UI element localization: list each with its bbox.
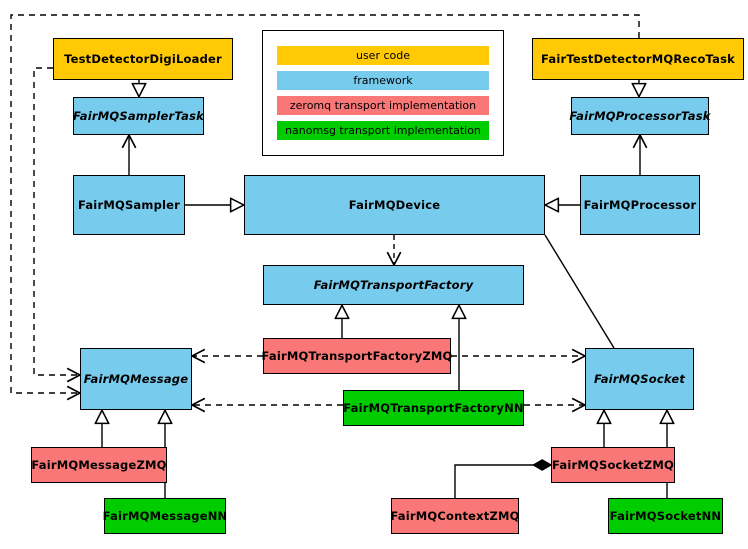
class-label: FairTestDetectorMQRecoTask	[541, 51, 735, 66]
class-node-testdetectordigiloader[interactable]: TestDetectorDigiLoader	[53, 38, 233, 80]
class-label: FairMQContextZMQ	[390, 508, 520, 523]
legend-label-zeromq: zeromq transport implementation	[289, 99, 477, 112]
class-node-fairmqprocessortask[interactable]: FairMQProcessorTask	[569, 97, 711, 135]
legend-item-user-code: user code	[277, 46, 489, 65]
legend-label-user-code: user code	[355, 49, 411, 62]
legend-item-zeromq: zeromq transport implementation	[277, 96, 489, 115]
class-node-fairmqsocketzmq[interactable]: FairMQSocketZMQ	[551, 447, 675, 483]
class-node-fairmqprocessor[interactable]: FairMQProcessor	[580, 175, 700, 235]
class-label: TestDetectorDigiLoader	[64, 51, 222, 66]
edge-contextzmq-socketzmq	[454, 465, 551, 498]
class-label: FairMQMessageNN	[102, 508, 228, 523]
class-node-fairmqsampler[interactable]: FairMQSampler	[73, 175, 185, 235]
class-label: FairMQSocket	[593, 371, 686, 386]
legend-item-framework: framework	[277, 71, 489, 90]
class-label: FairMQDevice	[348, 197, 441, 212]
class-node-fairmqdevice[interactable]: FairMQDevice	[244, 175, 545, 235]
class-label: FairMQSocketZMQ	[552, 457, 674, 472]
class-label: FairMQTransportFactoryNN	[343, 400, 524, 415]
class-label: FairMQMessageZMQ	[31, 457, 167, 472]
class-label: FairMQMessage	[83, 371, 189, 386]
legend-label-framework: framework	[353, 74, 413, 87]
class-node-fairtestdetectormqrecotask[interactable]: FairTestDetectorMQRecoTask	[532, 38, 744, 80]
class-label: FairMQSampler	[77, 197, 181, 212]
class-node-fairmqmessagenn[interactable]: FairMQMessageNN	[102, 498, 228, 534]
class-label: FairMQSamplerTask	[73, 108, 204, 123]
legend-item-nanomsg: nanomsg transport implementation	[277, 121, 489, 140]
class-label: FairMQProcessor	[583, 197, 697, 212]
class-node-fairmqmessage[interactable]: FairMQMessage	[80, 348, 192, 410]
legend-label-nanomsg: nanomsg transport implementation	[285, 124, 481, 137]
class-node-fairmqtransportfactorynn[interactable]: FairMQTransportFactoryNN	[343, 390, 524, 426]
edge-device-socket	[544, 234, 615, 349]
class-node-fairmqsocketnn[interactable]: FairMQSocketNN	[608, 498, 723, 534]
class-label: FairMQProcessorTask	[569, 108, 711, 123]
class-label: FairMQTransportFactoryZMQ	[261, 348, 453, 363]
class-label: FairMQTransportFactory	[313, 277, 474, 292]
class-node-fairmqcontextzmq[interactable]: FairMQContextZMQ	[390, 498, 520, 534]
class-label: FairMQSocketNN	[609, 508, 722, 523]
class-node-fairmqsamplertask[interactable]: FairMQSamplerTask	[73, 97, 204, 135]
class-node-fairmqmessagezmq[interactable]: FairMQMessageZMQ	[31, 447, 167, 483]
class-node-fairmqtransportfactoryzmq[interactable]: FairMQTransportFactoryZMQ	[261, 338, 453, 374]
legend: user code framework zeromq transport imp…	[262, 30, 504, 156]
class-node-fairmqsocket[interactable]: FairMQSocket	[585, 348, 694, 410]
class-node-fairmqtransportfactory[interactable]: FairMQTransportFactory	[263, 265, 524, 305]
